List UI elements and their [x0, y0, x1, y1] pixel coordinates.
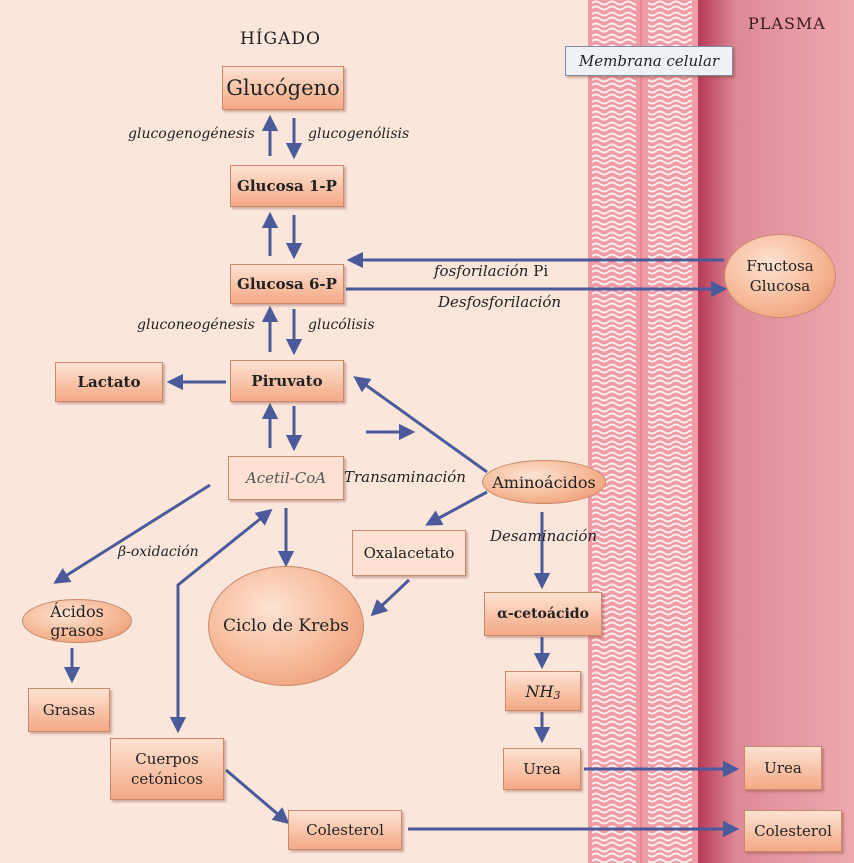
membrane-label: Membrana celular — [565, 46, 733, 76]
node-acetil-coa: Acetil-CoA — [228, 456, 344, 500]
node-acidos-grasos: Ácidos grasos — [22, 599, 132, 643]
node-grasas: Grasas — [28, 688, 110, 732]
node-glucogeno: Glucógeno — [222, 66, 344, 110]
arrow-aminoacidos-piruvato — [353, 376, 488, 474]
node-urea-liver: Urea — [503, 748, 581, 790]
membrane-wave-left — [592, 0, 636, 863]
node-colesterol-plasma: Colesterol — [744, 810, 842, 852]
arrow-oxalacetato-krebs — [370, 578, 411, 617]
label-fosforilacion: fosforilación Pi — [434, 262, 548, 280]
arrow-cuerpos-acetil — [169, 508, 273, 734]
pi-text: Pi — [533, 262, 549, 280]
node-oxalacetato: Oxalacetato — [352, 530, 466, 576]
plasma-region — [698, 0, 854, 863]
membrane-wave-right — [648, 0, 692, 863]
node-cuerpos-cetonicos: Cuerpos cetónicos — [110, 738, 224, 800]
node-ciclo-krebs: Ciclo de Krebs — [208, 566, 364, 686]
label-glucogenogenesis: glucogenogénesis — [128, 126, 255, 142]
fosforilacion-text: fosforilación — [434, 262, 529, 280]
label-desfosforilacion: Desfosforilación — [438, 293, 562, 311]
liver-header: HÍGADO — [240, 29, 321, 49]
node-colesterol-liver: Colesterol — [288, 810, 402, 850]
node-lactato: Lactato — [55, 362, 163, 402]
nh3-sub: 3 — [553, 688, 561, 702]
label-glucogenolisis: glucogenólisis — [308, 126, 410, 142]
cuerpos-line-1: Cuerpos — [135, 750, 199, 768]
label-beta-oxidacion: β-oxidación — [118, 544, 199, 560]
node-urea-plasma: Urea — [744, 746, 822, 790]
node-glucosa-1p: Glucosa 1-P — [230, 165, 344, 207]
node-cetoacido: α-cetoácido — [484, 592, 602, 636]
label-glucolisis: glucólisis — [308, 317, 375, 333]
arrow-aminoacidos-oxalacetato — [425, 490, 488, 526]
glucosa-text: Glucosa — [749, 277, 811, 295]
node-glucosa-6p: Glucosa 6-P — [230, 264, 344, 304]
node-aminoacidos: Aminoácidos — [482, 460, 606, 504]
label-desaminacion: Desaminación — [490, 527, 598, 545]
node-fructosa-glucosa: Fructosa Glucosa — [724, 234, 836, 318]
nh3-main: NH — [525, 681, 554, 701]
node-piruvato: Piruvato — [230, 360, 344, 402]
cuerpos-line-2: cetónicos — [131, 770, 203, 788]
arrow-beta-oxidacion — [53, 483, 211, 584]
plasma-header: PLASMA — [748, 14, 826, 33]
arrow-cuerpos-colesterol — [225, 768, 290, 825]
label-transaminacion: Transaminación — [344, 468, 466, 486]
fructosa-text: Fructosa — [746, 257, 814, 275]
label-gluconeogenesis: gluconeogénesis — [137, 317, 255, 333]
